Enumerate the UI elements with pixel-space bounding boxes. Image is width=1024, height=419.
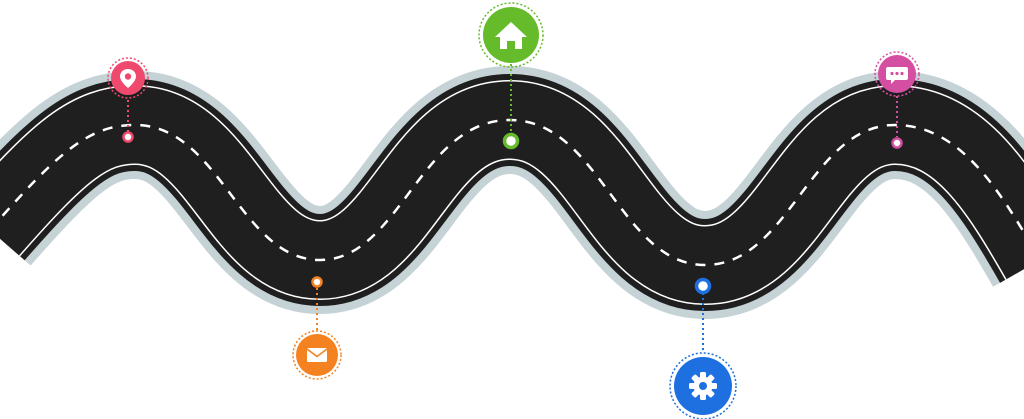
milestone-road-marker	[694, 277, 712, 295]
envelope-icon	[306, 348, 328, 362]
milestone-badge-ring	[292, 330, 342, 380]
milestone-chat[interactable]	[874, 51, 920, 149]
milestone-location[interactable]	[107, 57, 149, 143]
milestone-road-marker	[502, 132, 520, 150]
chat-bubble-icon	[886, 67, 908, 84]
gear-icon	[689, 372, 717, 400]
milestone-road-marker	[891, 137, 903, 149]
milestone-badge-ring	[669, 352, 737, 419]
milestone-home[interactable]	[478, 2, 544, 150]
milestone-road-marker	[311, 276, 323, 288]
milestone-badge-ring	[107, 57, 149, 99]
milestone-road-marker	[122, 131, 134, 143]
milestone-badge-ring	[478, 2, 544, 68]
milestone-badge-ring	[874, 51, 920, 97]
milestone-mail[interactable]	[292, 276, 342, 380]
home-icon	[495, 22, 527, 49]
location-pin-icon	[120, 69, 136, 88]
milestone-settings[interactable]	[669, 277, 737, 419]
